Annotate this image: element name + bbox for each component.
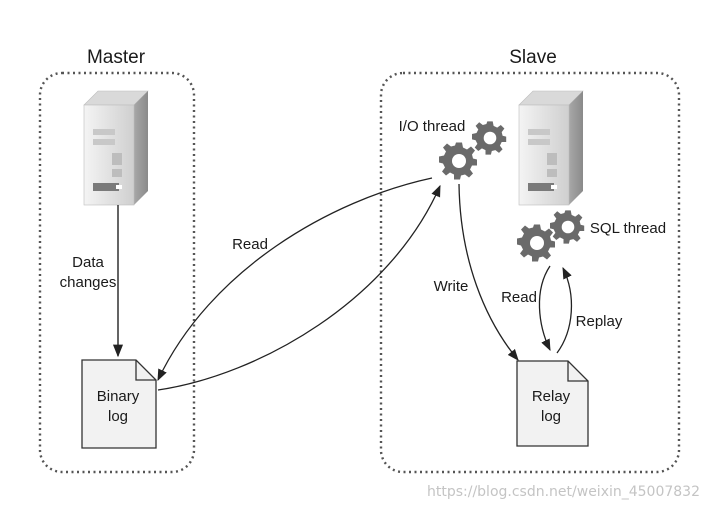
relay-log-icon bbox=[516, 360, 589, 447]
relay-log-label-1: Relay bbox=[532, 388, 571, 405]
io-thread-gear-icon-1 bbox=[439, 142, 477, 180]
data-changes-label-2: changes bbox=[60, 274, 117, 291]
binary-log-label-1: Binary bbox=[97, 388, 140, 405]
master-box bbox=[38, 71, 196, 474]
io-thread-gear-icon-2 bbox=[472, 121, 507, 155]
io-thread-label: I/O thread bbox=[399, 118, 466, 135]
replay-label: Replay bbox=[576, 313, 623, 330]
slave-box bbox=[379, 71, 681, 474]
sql-thread-gear-icon-2 bbox=[550, 210, 585, 244]
sql-thread-gear-icon-1 bbox=[517, 224, 555, 262]
master-title: Master bbox=[87, 47, 146, 68]
sql-read-label: Read bbox=[501, 289, 537, 306]
master-server-icon bbox=[83, 90, 149, 206]
read-arrow-to-io-thread bbox=[157, 184, 441, 391]
slave-server-icon bbox=[518, 90, 584, 206]
read-label: Read bbox=[232, 236, 268, 253]
binary-log-icon bbox=[81, 359, 157, 449]
read-arrow-to-binlog bbox=[157, 177, 433, 382]
write-arrow bbox=[458, 183, 519, 361]
sql-read-arrow bbox=[538, 265, 551, 352]
slave-title: Slave bbox=[509, 47, 557, 68]
sql-thread-label: SQL thread bbox=[590, 220, 666, 237]
data-changes-label-1: Data bbox=[72, 254, 104, 271]
binary-log-label-2: log bbox=[108, 408, 128, 425]
relay-log-label-2: log bbox=[541, 408, 561, 425]
watermark: https://blog.csdn.net/weixin_45007832 bbox=[427, 484, 700, 500]
replay-arrow bbox=[556, 266, 573, 354]
write-label: Write bbox=[434, 278, 469, 295]
